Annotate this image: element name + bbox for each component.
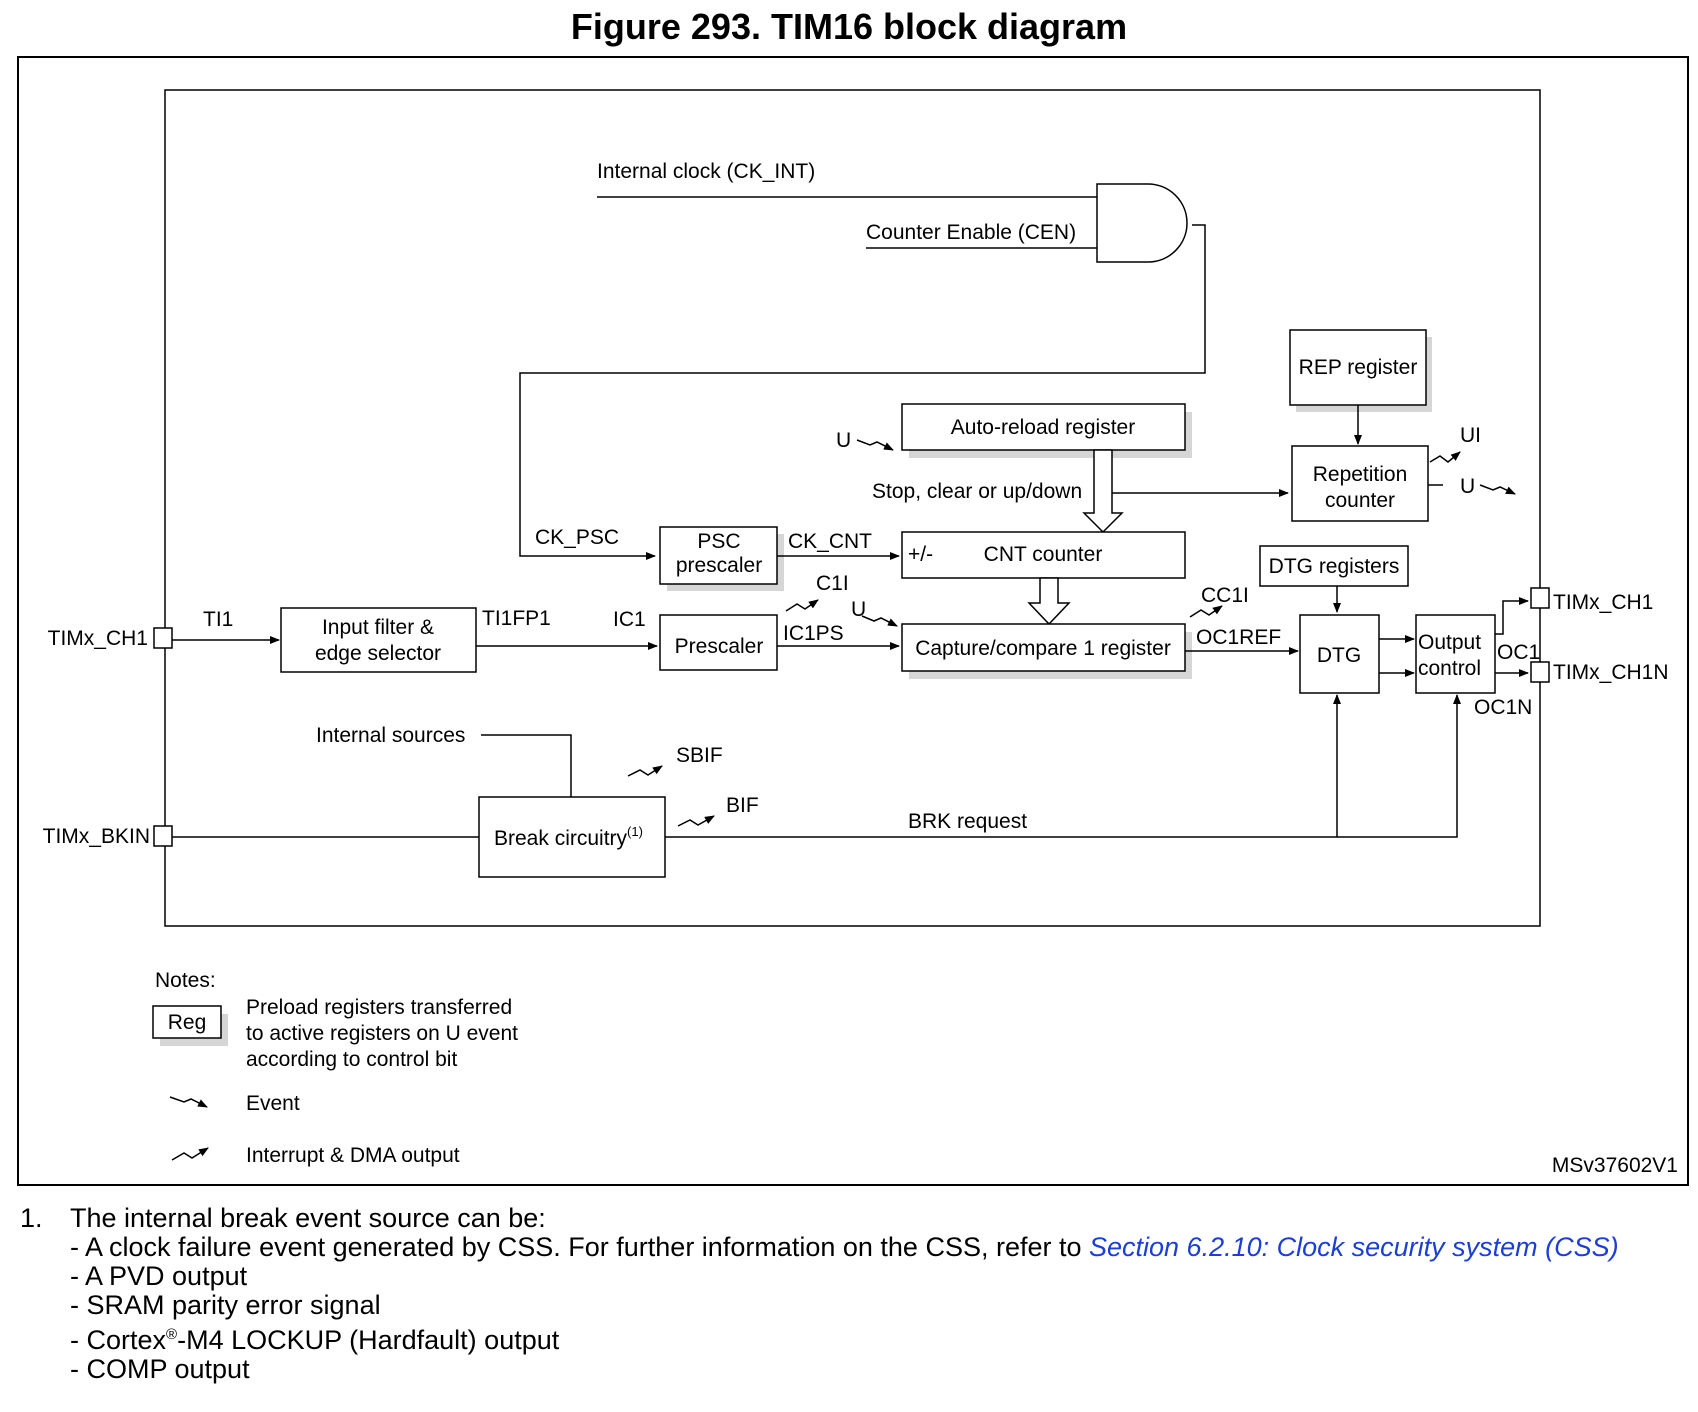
pin-timx-ch1n-out — [1530, 661, 1550, 683]
input-filter-block — [280, 607, 477, 673]
rep-register-label: REP register — [1299, 356, 1418, 379]
label-brk-request: BRK request — [908, 810, 1027, 833]
sbif-interrupt-icon — [627, 765, 663, 777]
capture-compare-label: Capture/compare 1 register — [915, 637, 1171, 660]
footnote-number: 1. — [20, 1203, 43, 1233]
label-cen: Counter Enable (CEN) — [866, 221, 1076, 244]
footnote-pvd-item: - A PVD output — [70, 1261, 248, 1291]
footnote-css-text: - A clock failure event generated by CSS… — [70, 1232, 1089, 1262]
registered-mark: ® — [166, 1326, 178, 1343]
legend-interrupt-label: Interrupt & DMA output — [246, 1144, 460, 1167]
label-ck-cnt: CK_CNT — [788, 530, 872, 553]
pin-timx-ch1-out — [1530, 587, 1550, 609]
notes-heading: Notes: — [155, 969, 216, 992]
label-bif: BIF — [726, 794, 759, 817]
footnote-body: The internal break event source can be: … — [70, 1204, 1670, 1384]
transfer-arrow-cnt — [1027, 577, 1071, 626]
output-control-label-1: Output — [1418, 631, 1481, 654]
label-u-cc: U — [851, 598, 866, 621]
label-cc1i: CC1I — [1201, 584, 1249, 607]
footnote-lockup-pre: - Cortex — [70, 1325, 167, 1355]
cnt-counter-label: CNT counter — [984, 543, 1103, 566]
pin-timx-bkin — [153, 825, 173, 847]
label-c1i: C1I — [816, 572, 849, 595]
footnote-lockup-post: -M4 LOCKUP (Hardfault) output — [177, 1325, 560, 1355]
legend-reg-desc-2: to active registers on U event — [246, 1022, 518, 1045]
rep-register-block — [1289, 329, 1427, 406]
input-filter-label-2: edge selector — [315, 642, 441, 665]
repetition-counter-label-2: counter — [1325, 489, 1395, 512]
psc-label-2: prescaler — [676, 554, 762, 577]
dtg-label: DTG — [1317, 644, 1361, 667]
label-plus-minus: +/- — [908, 543, 933, 566]
u-event-icon-rep — [1479, 484, 1516, 495]
auto-reload-label: Auto-reload register — [951, 416, 1135, 439]
label-ic1: IC1 — [613, 608, 646, 631]
prescaler-block — [659, 614, 778, 671]
and-gate — [1096, 183, 1188, 263]
label-oc1n: OC1N — [1474, 696, 1532, 719]
label-pin-ch1-in: TIMx_CH1 — [48, 627, 148, 650]
css-section-link[interactable]: Section 6.2.10: Clock security system (C… — [1089, 1232, 1619, 1262]
break-circuitry-block — [478, 796, 666, 878]
footnote-sram-item: - SRAM parity error signal — [70, 1290, 381, 1320]
cc1i-interrupt-icon — [1189, 605, 1223, 618]
label-ti1: TI1 — [203, 608, 233, 631]
dtg-block — [1299, 614, 1380, 694]
repetition-counter-block — [1291, 445, 1429, 522]
dtg-registers-label: DTG registers — [1269, 555, 1400, 578]
legend-event-label: Event — [246, 1092, 300, 1115]
label-internal-sources: Internal sources — [316, 724, 465, 747]
psc-label-1: PSC — [697, 530, 740, 553]
figure-title: Figure 293. TIM16 block diagram — [570, 6, 1128, 47]
auto-reload-block — [901, 403, 1186, 451]
repetition-counter-label-1: Repetition — [1313, 463, 1408, 486]
legend-reg-box — [152, 1005, 222, 1039]
footnote-css-item: - A clock failure event generated by CSS… — [70, 1233, 1670, 1262]
reference-code: MSv37602V1 — [1552, 1154, 1678, 1177]
outer-frame — [17, 56, 1689, 1186]
legend-event-icon — [169, 1096, 208, 1108]
label-pin-bkin: TIMx_BKIN — [43, 825, 150, 848]
prescaler-label: Prescaler — [675, 635, 764, 658]
label-ic1ps: IC1PS — [783, 622, 844, 645]
ui-interrupt-icon — [1429, 451, 1461, 463]
transfer-arrow-arr — [1082, 449, 1124, 534]
cnt-counter-block — [901, 531, 1186, 579]
label-u-arr: U — [836, 429, 851, 452]
footnote-lockup-item: - Cortex®-M4 LOCKUP (Hardfault) output — [70, 1320, 1670, 1355]
label-u-rep: U — [1460, 475, 1475, 498]
label-sbif: SBIF — [676, 744, 723, 767]
input-filter-label-1: Input filter & — [322, 616, 434, 639]
label-ck-psc: CK_PSC — [535, 526, 619, 549]
label-stop-clear: Stop, clear or up/down — [872, 480, 1082, 503]
legend-interrupt-icon — [171, 1147, 209, 1161]
legend-reg-desc-1: Preload registers transferred — [246, 996, 512, 1019]
pin-timx-ch1-in — [153, 627, 173, 649]
dtg-registers-block — [1259, 545, 1409, 587]
output-control-label-2: control — [1418, 657, 1481, 680]
bif-interrupt-icon — [677, 815, 715, 827]
label-pin-ch1n-out: TIMx_CH1N — [1553, 661, 1669, 684]
footnote-intro: The internal break event source can be: — [70, 1203, 546, 1233]
psc-prescaler-block — [659, 526, 778, 585]
footnote-comp-item: - COMP output — [70, 1354, 250, 1384]
output-control-block — [1415, 614, 1496, 694]
label-ti1fp1: TI1FP1 — [482, 607, 551, 630]
legend-reg-desc-3: according to control bit — [246, 1048, 457, 1071]
legend-reg-label: Reg — [168, 1011, 207, 1034]
label-pin-ch1-out: TIMx_CH1 — [1553, 591, 1653, 614]
label-oc1: OC1 — [1497, 641, 1540, 664]
block-diagram: Internal clock (CK_INT) Counter Enable (… — [17, 56, 1689, 1186]
label-ck-int: Internal clock (CK_INT) — [597, 160, 815, 183]
break-circuitry-label: Break circuitry(1) — [494, 824, 643, 850]
label-ui: UI — [1460, 424, 1481, 447]
capture-compare-block — [901, 623, 1186, 672]
break-footnote-ref: (1) — [627, 824, 643, 839]
u-event-icon-cc — [861, 615, 898, 627]
timer-boundary — [164, 89, 1541, 927]
c1i-interrupt-icon — [785, 599, 819, 612]
u-event-icon-arr — [856, 439, 894, 451]
label-oc1ref: OC1REF — [1196, 626, 1281, 649]
